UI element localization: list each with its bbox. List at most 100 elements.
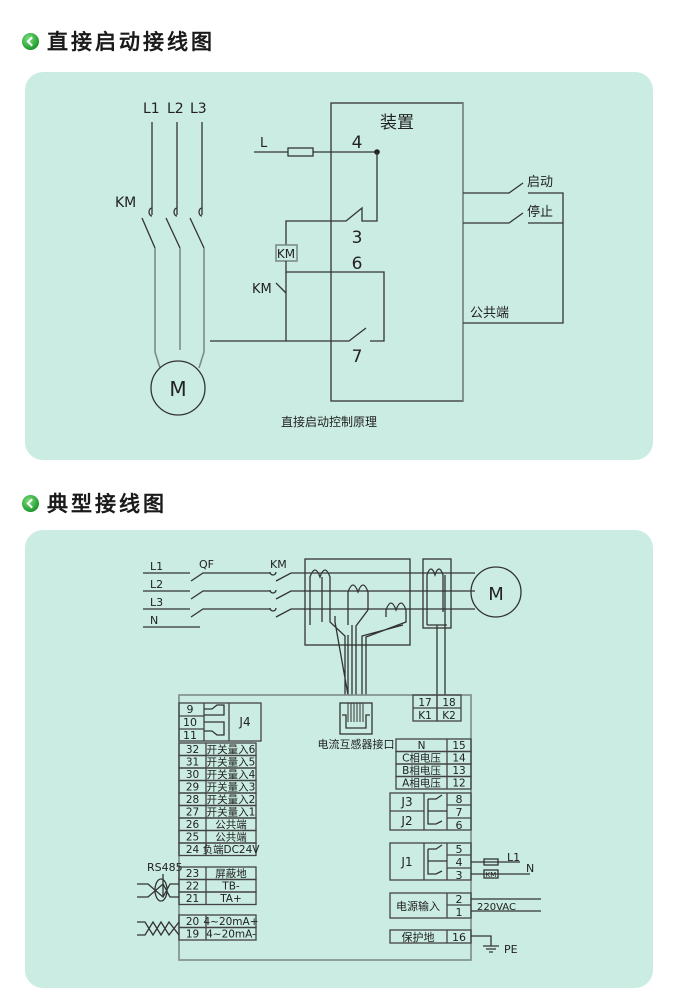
motor-label: M	[169, 377, 186, 401]
terminal-name: B相电压	[402, 764, 441, 777]
j3-label: J3	[400, 795, 412, 809]
n-label: N	[526, 862, 534, 875]
terminal-num: 22	[186, 881, 199, 893]
terminal-num: 27	[186, 807, 199, 819]
coil-label: KM	[277, 247, 295, 261]
terminal-row	[178, 926, 257, 941]
terminal-6: 6	[456, 819, 463, 832]
direct-start-panel: L1 L2 L3 KM M 装置 L 4 3 KM 6 KM	[25, 72, 653, 460]
ground-icon	[471, 935, 499, 953]
terminal-num: 30	[186, 769, 199, 781]
km-label-typical: KM	[270, 558, 287, 571]
terminal-name: 屏蔽地	[215, 867, 247, 880]
motor-label: M	[488, 584, 504, 605]
j2-label: J2	[400, 814, 412, 828]
terminal-row	[395, 775, 472, 790]
line-label-l1: L1	[150, 560, 163, 573]
terminal-num: 19	[186, 929, 199, 941]
terminal-1: 1	[456, 906, 463, 919]
terminal-num: 28	[186, 794, 199, 806]
terminal-8: 8	[456, 793, 463, 806]
fuse-symbol	[483, 858, 499, 866]
terminal-num: 32	[186, 744, 199, 756]
terminal-num: 17	[418, 697, 431, 709]
terminal-name: K1	[418, 710, 432, 722]
terminal-name: TA+	[219, 893, 242, 905]
line-label-l2: L2	[150, 578, 163, 591]
terminal-name: 开关量入3	[207, 781, 256, 794]
terminal-row	[178, 891, 257, 906]
voltage-label: 220VAC	[477, 902, 516, 913]
terminal-7: 7	[352, 347, 363, 367]
terminal-2: 2	[456, 893, 463, 906]
terminal-name: C相电压	[402, 752, 441, 765]
terminal-num: 13	[452, 765, 465, 777]
line-label: L	[260, 136, 268, 151]
terminal-4: 4	[352, 133, 363, 153]
terminal-name: 开关量入6	[207, 743, 256, 756]
motor-symbol	[150, 360, 206, 416]
terminal-16: 16	[452, 931, 466, 944]
rs485-twisted-pair	[137, 874, 179, 899]
terminal-num: 18	[442, 697, 455, 709]
diagram-caption: 直接启动控制原理	[281, 414, 377, 429]
breaker-qf	[190, 572, 270, 618]
section-title-direct-start: 直接启动接线图	[22, 27, 215, 55]
arrow-bullet-icon	[22, 32, 39, 50]
power-input-label: 电源输入	[396, 899, 440, 913]
terminal-num: 29	[186, 782, 199, 794]
common-terminal-label: 公共端	[470, 306, 509, 321]
device-label: 装置	[380, 113, 414, 133]
terminal-num: 21	[186, 893, 199, 905]
j1-label: J1	[400, 855, 412, 869]
terminal-6: 6	[352, 254, 363, 274]
line-label-l3: L3	[150, 596, 163, 609]
phase-label-l3: L3	[190, 101, 207, 117]
terminal-name: 公共端	[215, 831, 247, 844]
terminal-num: 15	[452, 740, 465, 752]
terminal-7: 7	[456, 806, 463, 819]
line-label-n: N	[150, 614, 158, 627]
ground-label: 保护地	[402, 930, 435, 944]
j4-label: J4	[238, 715, 250, 729]
terminal-10: 10	[183, 716, 197, 729]
aux-contact-label: KM	[252, 282, 272, 297]
section-title-text: 直接启动接线图	[47, 30, 215, 54]
terminal-num: 23	[186, 868, 199, 880]
terminal-num: 31	[186, 757, 199, 769]
stop-button-label: 停止	[527, 204, 553, 220]
terminal-name: TB-	[221, 881, 240, 893]
terminal-name: 开关量入2	[207, 793, 256, 806]
terminal-name: N	[418, 740, 426, 752]
terminal-num: 12	[452, 778, 465, 790]
terminal-name: 开关量入5	[207, 756, 256, 769]
typical-wiring-diagram: L1 L2 L3 N QF KM M 电流互感器接口	[137, 558, 541, 961]
direct-start-diagram: L1 L2 L3 KM M 装置 L 4 3 KM 6 KM	[115, 101, 564, 429]
fuse-symbol	[287, 147, 314, 157]
terminal-5: 5	[456, 843, 463, 856]
contactor-km	[269, 571, 475, 618]
typical-wiring-panel: L1 L2 L3 N QF KM M 电流互感器接口	[25, 530, 653, 988]
analog-twisted-pair	[137, 920, 180, 937]
analog-output-terminals: 20 4~20mA+ 19 4~20mA-	[178, 914, 259, 941]
section-title-typical: 典型接线图	[22, 489, 167, 517]
terminal-num: 25	[186, 832, 199, 844]
terminal-num: 20	[186, 916, 199, 928]
terminal-name: 4~20mA+	[203, 916, 258, 928]
rs485-label: RS485	[147, 861, 183, 874]
terminal-name: 开关量入4	[207, 768, 256, 781]
terminal-4: 4	[456, 856, 463, 869]
protective-ground-block: 保护地 16	[389, 929, 472, 944]
terminal-name: 4~20mA-	[206, 929, 256, 941]
j1-block: J1 5 4 3	[389, 842, 472, 882]
pe-label: PE	[504, 943, 518, 956]
phase-label-l1: L1	[143, 101, 160, 117]
j4-block: 9 10 11 J4	[178, 702, 262, 742]
ct-connector-port	[339, 702, 373, 735]
coil-km	[483, 869, 499, 879]
ct-interface-label: 电流互感器接口	[318, 737, 395, 751]
terminal-name: 公共端	[215, 818, 247, 831]
